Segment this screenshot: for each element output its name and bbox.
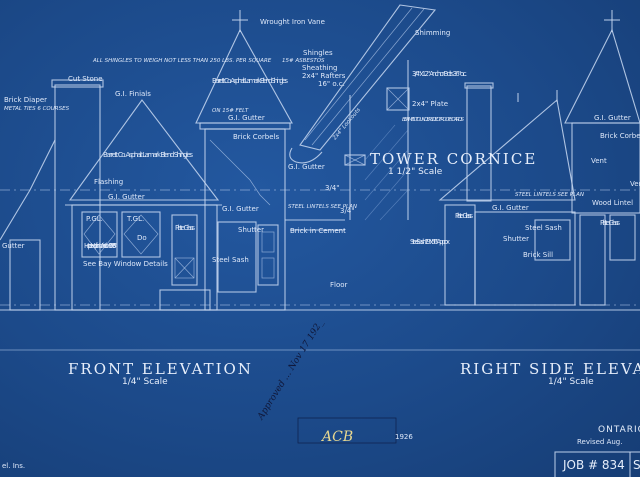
label-steel-lintels: STEEL LINTELS SEE PLAN [288, 204, 357, 210]
annotations: Approved ... Nov 17 192_ ACB 1926 el. In… [2, 318, 413, 470]
label-sheathing: Sheathing [302, 64, 337, 72]
label-tgl: T.GL. [126, 215, 144, 223]
label-plate-glass: Plate Glass [175, 224, 195, 232]
chimney [54, 84, 101, 311]
label-shutter-right: Shutter [503, 235, 529, 243]
label-tower-gutter: G.I. Gutter [228, 114, 265, 122]
label-gutter-left: Gutter [2, 242, 25, 250]
label-brick-corbels-right: Brick Corbels [600, 132, 640, 140]
label-brick-sill: Brick Sill [523, 251, 553, 259]
approval-stamp [297, 417, 397, 444]
label-dim-b: 3/4" [340, 207, 355, 215]
main-roof [68, 99, 220, 201]
front-elevation-scale: 1/4" Scale [122, 377, 168, 387]
front-elevation-title: FRONT ELEVATION [68, 360, 253, 378]
plate-block [386, 87, 410, 111]
title-revised: Revised Aug. [577, 438, 622, 446]
side-roof [438, 98, 576, 201]
label-bay-window: See Bay Window Details [83, 260, 168, 268]
front-door [171, 214, 198, 286]
sheet-number: S [633, 458, 640, 472]
job-number: JOB # 834 [562, 458, 625, 472]
label-shingles: Shingles [303, 49, 333, 57]
label-finials: G.I. Finials [115, 90, 151, 98]
roof-section [299, 4, 437, 151]
label-plate: 2x4" Plate [412, 100, 448, 108]
label-dim-a: 3/4" [325, 184, 340, 192]
cornice-labels: Shimming Shingles 15# ASBESTOS Sheathing… [282, 29, 537, 215]
label-weathervane: Wrought Iron Vane [260, 18, 325, 26]
label-gutter-side: G.I. Gutter [222, 205, 259, 213]
label-plate-glass-right: Plate Glass [600, 219, 620, 227]
side-window [534, 219, 571, 261]
label-tower-roof: Barrett Co. Asphalt Lamark Blend Shingle… [212, 77, 288, 85]
label-roof-material: Barrett Co. Asphalt Lamark Blend Shingle… [103, 151, 193, 159]
stamp-note: 1926 [395, 433, 413, 441]
label-felt: 15# ASBESTOS [282, 58, 325, 64]
label-cut-stone: Cut Stone [68, 75, 103, 83]
chimney-right [466, 85, 492, 202]
initials-signature: ACB [320, 429, 353, 445]
tower-cornice-detail [289, 4, 437, 221]
label-metal-ties: METAL TIES 6 COURSES [4, 106, 70, 112]
label-brick-in-cement: Brick in Cement [290, 227, 346, 235]
label-steel-sash: Steel Sash [212, 256, 249, 264]
label-tower-roof-note: ON 15# FELT [212, 108, 249, 114]
front-wall [71, 204, 218, 311]
label-lookouts: 2x4" Lookouts [332, 107, 362, 141]
label-wood-lintel: Wood Lintel [592, 199, 633, 207]
label-plate-glass-left: Plate Glass [455, 212, 473, 220]
right-labels: G.I. Gutter Brick Corbels Vent Vent STEE… [410, 114, 640, 387]
label-anchor-bolts: 3/4"x12" Anchor Bolts 36" o.c. [412, 70, 467, 78]
label-oc: 16" o.c. [318, 80, 345, 88]
side-wall [474, 211, 576, 306]
label-brick-corbels: Brick Corbels [233, 133, 279, 141]
right-elevation-title: RIGHT SIDE ELEVATION [460, 360, 640, 378]
label-shimming: Shimming [415, 29, 450, 37]
label-vent-2: Vent [630, 180, 640, 188]
label-gutter-main: G.I. Gutter [108, 193, 145, 201]
label-vent-1: Vent [591, 157, 607, 165]
side-tower-roof [564, 28, 640, 124]
front-labels: ALL SHINGLES TO WEIGH NOT LESS THAN 250 … [2, 18, 357, 387]
tower-cornice-scale: 1 1/2" Scale [388, 167, 443, 177]
label-floor: Floor [330, 281, 348, 289]
label-cornice-gutter: G.I. Gutter [288, 163, 325, 171]
label-steel-lintels-right: STEEL LINTELS SEE PLAN [515, 192, 584, 198]
front-steps [159, 289, 211, 311]
right-side-elevation [438, 10, 640, 306]
label-tower-gutter-right: G.I. Gutter [594, 114, 631, 122]
right-elevation-scale: 1/4" Scale [548, 377, 594, 387]
shingle-note: ALL SHINGLES TO WEIGH NOT LESS THAN 250 … [92, 58, 272, 64]
front-elevation [0, 10, 345, 311]
handwritten-approval: Approved ... Nov 17 192_ [256, 318, 326, 422]
window-left [81, 211, 118, 258]
label-gutter-right: G.I. Gutter [492, 204, 529, 212]
label-steel-sash-size: Steel Sash 1'9"x5'6" Approx [410, 238, 450, 246]
label-shutter: Shutter [238, 226, 264, 234]
label-window: Hopes Hopkim Window 3'0"x3'6" [84, 242, 117, 250]
gutter-profile [289, 147, 323, 164]
label-brick-diaper: Brick Diaper [4, 96, 47, 104]
side-door [257, 224, 279, 286]
label-beamfill: BEAMFILL TO UNDERSIDE OF ROOF BOARDS [402, 117, 464, 123]
title-location: ONTARIO [598, 425, 640, 435]
window-right [121, 211, 161, 258]
label-rafters: 2x4" Rafters [302, 72, 346, 80]
label-window-do: Do [137, 234, 147, 242]
corner-note: el. Ins. [2, 462, 25, 470]
tower-cornice-title: TOWER CORNICE [370, 150, 537, 168]
label-steel-sash-right: Steel Sash [525, 224, 562, 232]
label-pgl: P.GL. [86, 215, 103, 223]
title-block: ONTARIO Revised Aug. JOB # 834 S [554, 425, 640, 477]
label-flashing: Flashing [94, 178, 123, 186]
